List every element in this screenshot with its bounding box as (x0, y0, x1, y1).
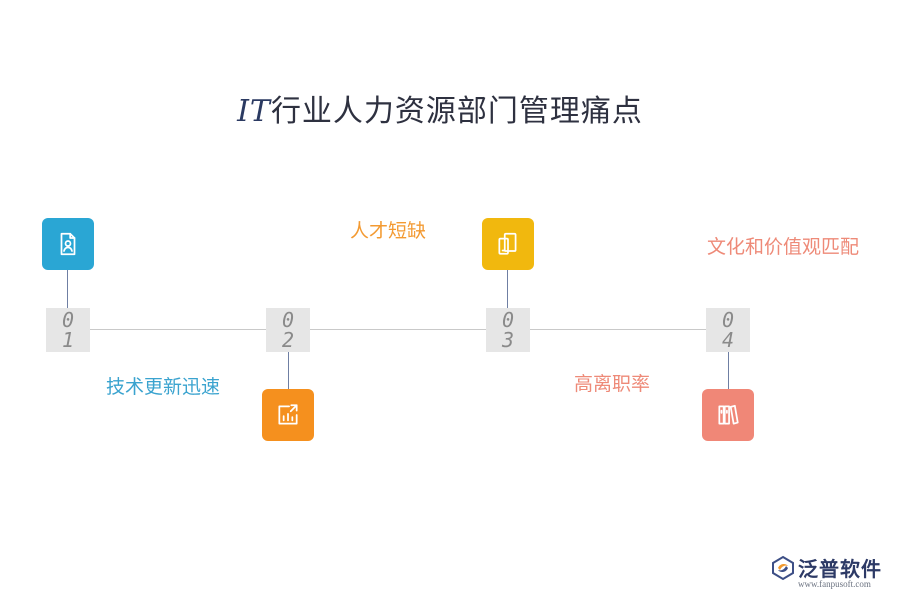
step-4-connector (728, 352, 729, 390)
timeline-line (68, 329, 728, 330)
devices-icon (498, 232, 517, 255)
page-title: IT行业人力资源部门管理痛点 (0, 86, 880, 130)
step-4-label: 文化和价值观匹配 (707, 236, 860, 258)
step-1-label: 技术更新迅速 (106, 376, 221, 398)
document-user-icon (60, 232, 76, 256)
step-2-label: 人才短缺 (350, 220, 427, 242)
chart-export-icon (278, 404, 298, 425)
step-3-connector (507, 270, 508, 308)
title-prefix: IT (237, 94, 271, 129)
step-2-icon-tile (262, 389, 314, 441)
books-icon (718, 404, 739, 425)
brand-name: 泛普软件 (798, 557, 882, 581)
brand-watermark: 泛普软件 www.fanpusoft.com (770, 553, 895, 593)
step-3-icon-tile (482, 218, 534, 270)
step-1-connector (67, 270, 68, 308)
brand-logo-icon (772, 555, 794, 581)
title-main: 行业人力资源部门管理痛点 (270, 94, 643, 129)
step-1-icon-tile (42, 218, 94, 270)
step-3-label: 高离职率 (574, 373, 651, 395)
brand-url: www.fanpusoft.com (798, 579, 871, 589)
step-2-connector (288, 352, 289, 390)
step-4-icon-tile (702, 389, 754, 441)
